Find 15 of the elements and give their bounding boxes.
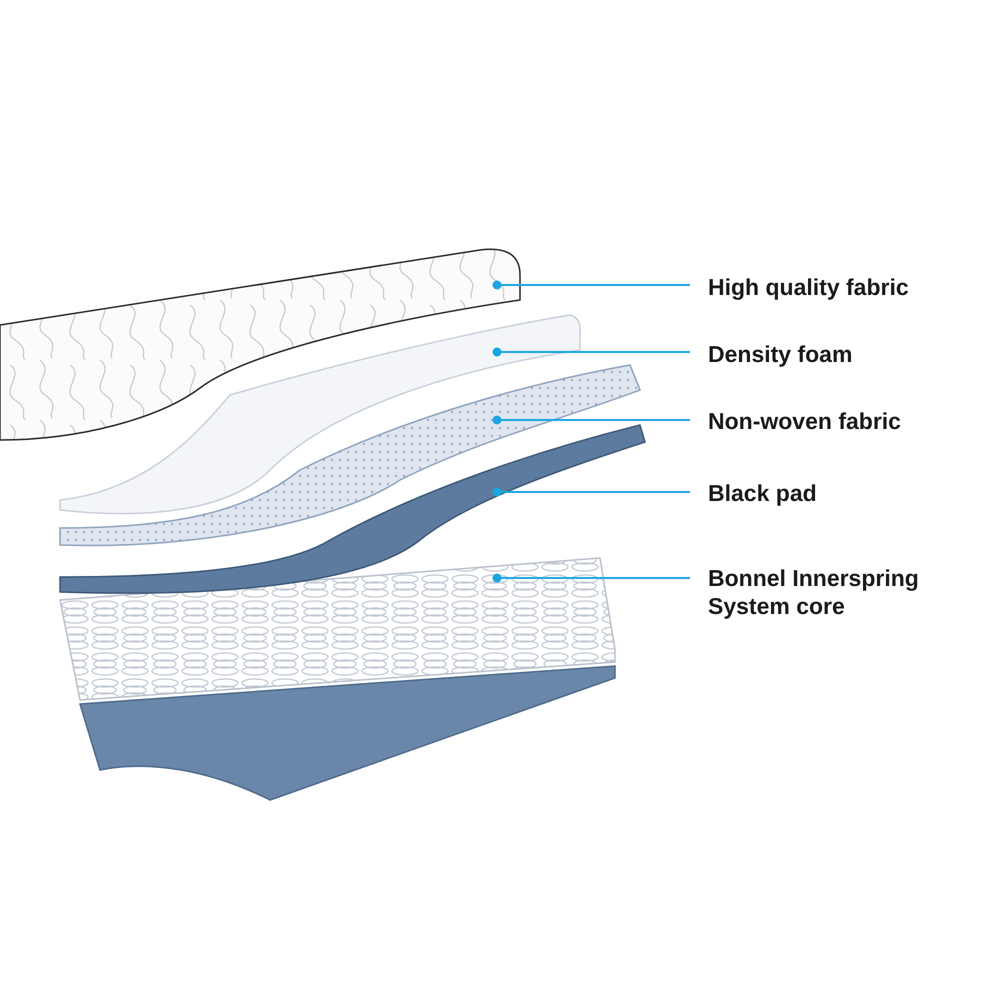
non-woven-layer xyxy=(59,364,641,546)
foam-layer xyxy=(59,314,582,514)
spring-core xyxy=(59,557,616,701)
fabric-layer xyxy=(0,248,521,441)
part-label: Bonnel Innerspring System core xyxy=(690,564,948,620)
part-label: High quality fabric xyxy=(690,273,968,301)
part-label: Density foam xyxy=(690,340,968,368)
part-label: Black pad xyxy=(690,479,968,507)
leader-line xyxy=(492,488,690,496)
leader-line xyxy=(492,280,690,290)
leader-line xyxy=(492,416,690,424)
leader-line xyxy=(492,348,690,356)
leader-line xyxy=(492,574,690,582)
part-label: Non-woven fabric xyxy=(690,407,968,435)
pad-layer xyxy=(59,424,646,594)
